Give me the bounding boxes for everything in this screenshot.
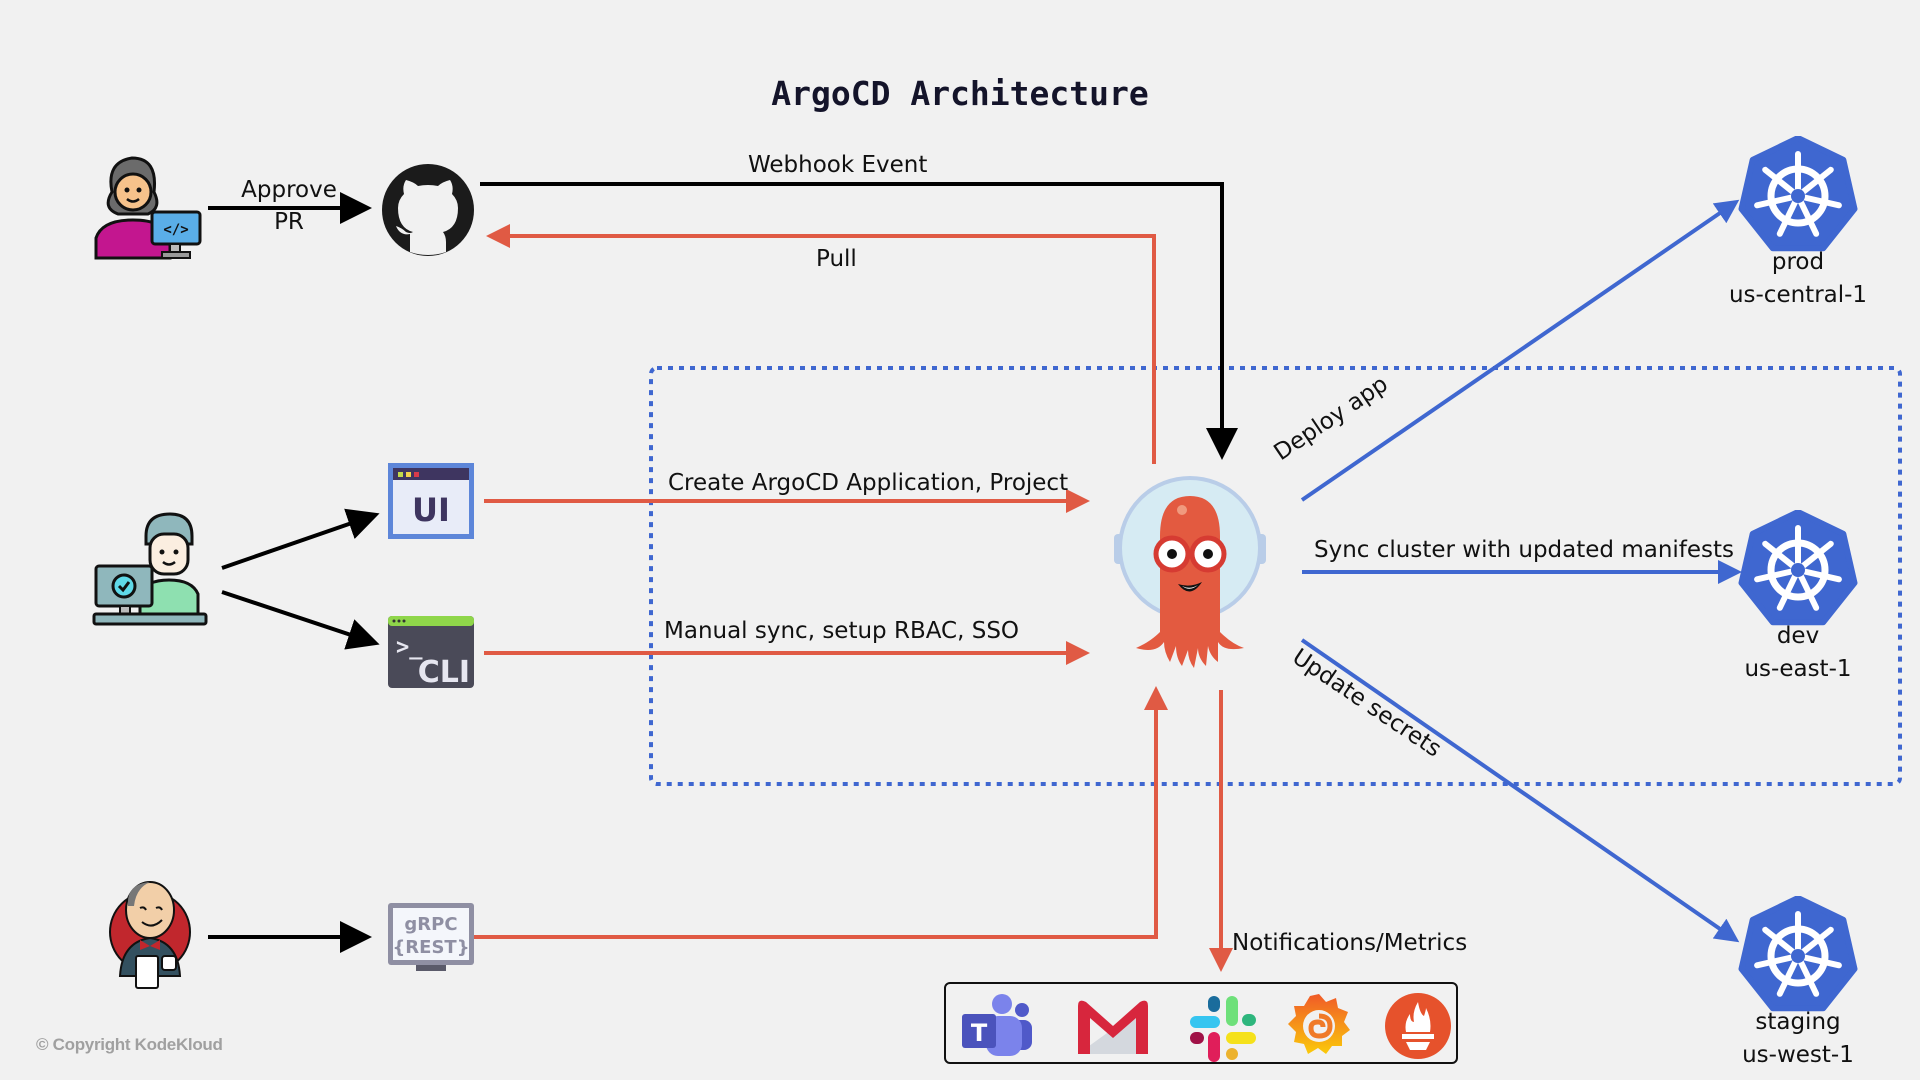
- gmail-icon[interactable]: [1074, 998, 1152, 1056]
- cluster-label: dev us-east-1: [1698, 620, 1898, 686]
- admin-to-cli-arrow: [221, 590, 380, 650]
- create-app-label: Create ArgoCD Application, Project: [668, 470, 1069, 496]
- deploy-app-arrow: [1300, 199, 1740, 502]
- grpc-rest-monitor-icon: gRPC {REST}: [388, 903, 474, 971]
- cluster-region: us-central-1: [1728, 282, 1868, 308]
- copyright-notice: © Copyright KodeKloud: [36, 1035, 223, 1054]
- argocd-octopus-icon: [1114, 476, 1266, 668]
- cli-terminal-icon: >_ CLI: [388, 616, 474, 688]
- ui-icon-text: UI: [412, 491, 450, 529]
- grpc-text: gRPC: [404, 914, 457, 935]
- cli-icon-text: CLI: [418, 655, 470, 688]
- update-secrets-arrow: [1300, 638, 1740, 943]
- ui-window-icon: UI: [388, 463, 474, 539]
- svg-text:T: T: [971, 1019, 988, 1047]
- teams-icon[interactable]: T: [960, 994, 1034, 1058]
- kubernetes-icon: [1738, 896, 1858, 1012]
- manual-sync-label: Manual sync, setup RBAC, SSO: [664, 618, 1020, 644]
- rest-text: {REST}: [392, 937, 469, 958]
- webhook-label: Webhook Event: [748, 152, 928, 178]
- github-icon: [382, 164, 474, 256]
- prometheus-icon[interactable]: [1384, 992, 1452, 1060]
- kubernetes-icon: [1738, 136, 1858, 252]
- notifications-label: Notifications/Metrics: [1232, 930, 1468, 956]
- admin-to-ui-arrow: [221, 508, 380, 570]
- cluster-region: us-east-1: [1744, 656, 1852, 682]
- pull-arrow: [486, 224, 1156, 464]
- approve-pr-label-line1: Approve: [241, 177, 337, 203]
- admin-with-monitor-icon: [92, 512, 208, 626]
- cluster-label: prod us-central-1: [1698, 246, 1898, 312]
- notification-targets-box: T: [944, 982, 1458, 1064]
- api-to-argocd-arrow: [474, 686, 1168, 939]
- diagram-title: ArgoCD Architecture: [771, 74, 1149, 113]
- webhook-arrow: [480, 182, 1238, 460]
- cluster-name: dev: [1776, 623, 1820, 649]
- approve-pr-label: Approve PR: [236, 174, 342, 238]
- cluster-name: staging: [1755, 1009, 1841, 1035]
- cluster-label: staging us-west-1: [1698, 1006, 1898, 1072]
- approve-pr-label-line2: PR: [274, 209, 304, 235]
- cluster-name: prod: [1771, 249, 1825, 275]
- sync-cluster-label: Sync cluster with updated manifests: [1314, 537, 1735, 563]
- grafana-icon[interactable]: [1286, 992, 1352, 1058]
- jenkins-icon: [109, 881, 191, 989]
- svg-text:</>: </>: [163, 222, 188, 238]
- cli-prompt-text: >_: [396, 635, 423, 660]
- cluster-boundary: [649, 366, 1902, 786]
- kubernetes-icon: [1738, 510, 1858, 626]
- developer-with-code-monitor-icon: </>: [94, 156, 202, 260]
- cluster-region: us-west-1: [1742, 1042, 1854, 1068]
- pull-label: Pull: [816, 246, 857, 272]
- slack-icon[interactable]: [1188, 994, 1256, 1062]
